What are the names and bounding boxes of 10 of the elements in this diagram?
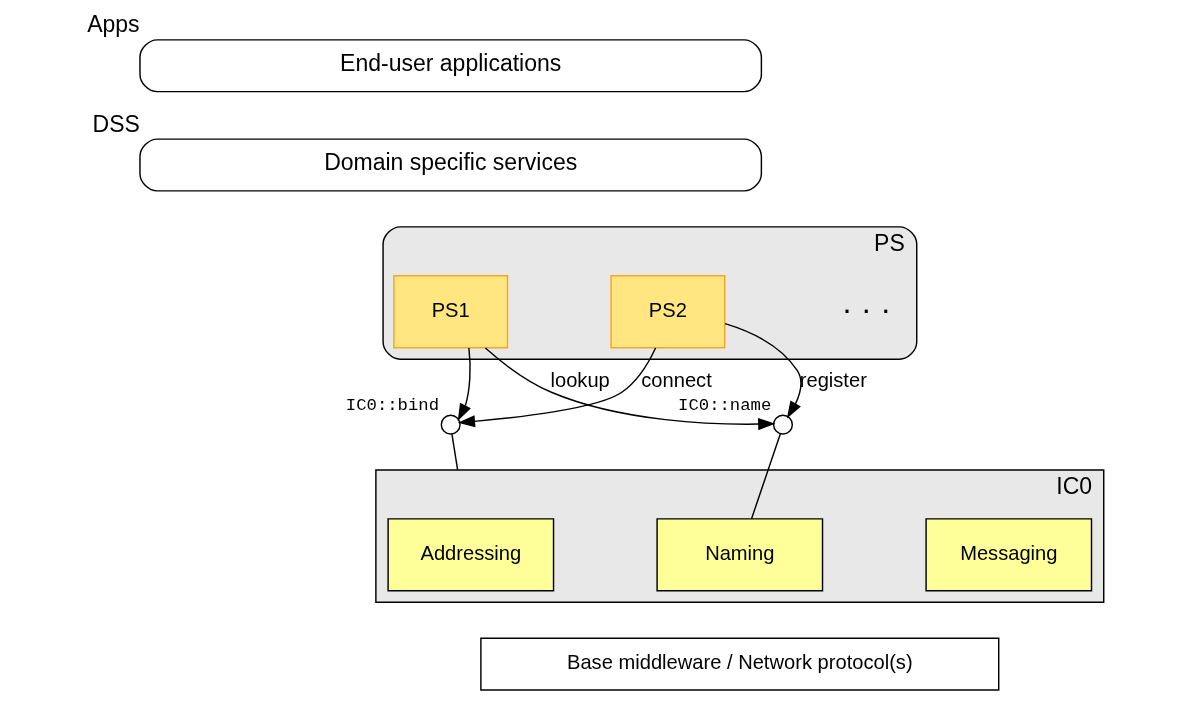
node-label: IC0::bind [345, 396, 440, 416]
node-label: IC0::name [678, 396, 772, 416]
label: · · · [841, 290, 891, 327]
edge-label: register [799, 368, 867, 391]
node-label: Apps [87, 11, 140, 38]
node-label: DSS [92, 110, 140, 137]
edge-label: lookup [550, 368, 610, 391]
edge-label: connect [641, 368, 712, 391]
node-label: PS [874, 230, 905, 257]
node-label: IC0 [1056, 473, 1093, 500]
